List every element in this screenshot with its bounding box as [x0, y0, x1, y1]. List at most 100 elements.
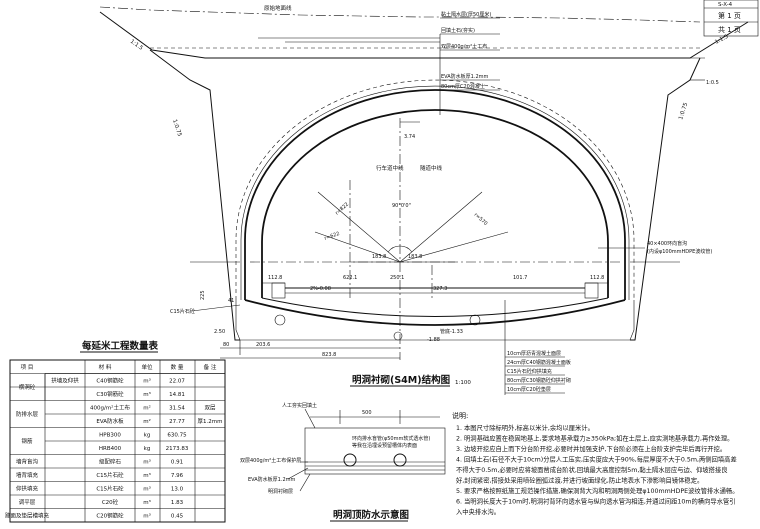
- table-qty-cell: 0.91: [171, 459, 183, 465]
- quantity-table-title: 每延米工程数量表: [82, 340, 159, 352]
- table-header-cell: 备 注: [204, 363, 217, 371]
- drain-pipe-right: [469, 314, 481, 326]
- wp-pipe-left: [343, 453, 357, 467]
- table-item-cell: 墙背盲沟: [16, 457, 39, 465]
- label-geotextile: 双层400g/m²土工布: [441, 43, 487, 50]
- note-line: 6. 当明洞长度大于10m时,明洞衬背环向透水管与纵向透水管沟相连,并通过间距1…: [456, 497, 736, 506]
- layer-label-4: 80cm厚C30钢筋砼仰拱衬砌: [507, 377, 571, 384]
- label-protect: 80cm厚C20混凝土: [441, 83, 485, 90]
- dim-250: 2.50: [214, 329, 225, 335]
- title-block: S-X-4 第 1 页 共 1 页: [703, 0, 759, 37]
- wp-pipe-note2: 等我在沿埋设预留槽体内表面: [352, 442, 417, 449]
- table-item-cell: 路面及垫层槽填充: [5, 511, 50, 519]
- central-drain: [393, 331, 403, 341]
- dim-374: 3.74: [404, 134, 415, 140]
- dim-6221: 622.1: [343, 275, 357, 281]
- label-lane-center: 行车道中线: [376, 164, 404, 172]
- dim-8238: 823.8: [322, 352, 336, 358]
- wp-pipe-note1: 环向排水盲管(φ50mm软式透水管): [352, 435, 430, 442]
- table-qty-cell: 0.45: [171, 513, 184, 519]
- original-ground-line: [99, 6, 701, 23]
- note-line: 1. 本图尺寸除标明外,标高以米计,余均以厘米计。: [456, 423, 594, 432]
- wp-pipe-right: [393, 453, 407, 467]
- layer-label-2: 24cm厚C40钢筋混凝土面板: [507, 359, 571, 366]
- sheet-total: 共 1 页: [718, 25, 741, 34]
- drain-pipe-left: [274, 314, 286, 326]
- table-unit-cell: m²: [143, 404, 151, 411]
- table-unit-cell: m³: [143, 377, 151, 384]
- table-header-cell: 数 量: [171, 363, 184, 371]
- dim-r570: r=570: [473, 212, 489, 227]
- table-material-cell: 400g/m²土工布: [90, 403, 130, 411]
- note-line: 入中央排水沟。: [456, 507, 500, 516]
- label-drain-pipe: 40×400环向盲沟: [647, 240, 687, 247]
- table-unit-cell: m³: [143, 485, 151, 492]
- table-item-cell: 调平层: [19, 498, 36, 506]
- invert-inner: [261, 297, 609, 317]
- dim-41: 41: [228, 298, 234, 304]
- label-gravel-fill: C15片石砼: [170, 308, 195, 315]
- label-drain-pipe2: (内设φ100mmHDPE波纹管): [647, 248, 712, 255]
- slope-label-1: 1:1.5: [129, 39, 144, 52]
- layer-label-1: 10cm厚沥青混凝土面层: [507, 350, 561, 357]
- table-material-cell: C20砼: [102, 498, 119, 506]
- tunnel-cross-section: 原始地面线 1:1.5 1:1.5 黏土隔水层(厚50厘米) 回填土石(夯实) …: [99, 4, 749, 395]
- dim-3273: 327.3: [433, 286, 447, 292]
- excavation-right-wall: [630, 57, 701, 341]
- table-material-cell: C40钢筋砼: [96, 376, 124, 384]
- layer-label-3: C15片石砼仰拱填充: [507, 368, 552, 375]
- backfill-top-surface: [99, 11, 749, 59]
- table-material-cell: C30钢筋砼: [96, 390, 124, 398]
- dim-188: -1.88: [427, 337, 440, 343]
- sheet-current: 第 1 页: [718, 11, 741, 20]
- table-item-cell: 墙背填充: [16, 471, 39, 479]
- table-material-cell: HPB300: [99, 432, 121, 438]
- table-unit-cell: m³: [143, 458, 151, 465]
- table-unit-cell: m²: [143, 418, 151, 425]
- note-line: 4. 回填土石(石径不大于10cm)分层人工压实,压实度应大于90%,每层厚度不…: [456, 455, 737, 464]
- note-line: 2. 明洞基础应置在稳固地基上,要求地基承载力≥350kPa;如在土层上,应实测…: [456, 434, 733, 443]
- table-header-cell: 单位: [141, 363, 153, 371]
- table-qty-cell: 13.0: [171, 486, 184, 492]
- table-material-cell: 级配碎石: [99, 457, 122, 465]
- note-line: 好,封闭紧密,搭接处采用喷砼圈弧过渡,并进行坡面绿化,防止地表水下渗影响目镜体稳…: [456, 476, 703, 485]
- lining-inner-arch: [261, 109, 609, 298]
- table-qty-cell: 2173.83: [166, 446, 189, 452]
- slope-label-2: 1:1.5: [714, 34, 730, 46]
- original-ground-label: 原始地面线: [264, 4, 292, 12]
- excavation-left-wall: [149, 49, 240, 341]
- dim-1128r: 112.8: [590, 275, 604, 281]
- table-unit-cell: m³: [143, 499, 151, 506]
- table-note-cell: 厚1.2mm: [198, 418, 223, 425]
- label-pipe: 管底-1.33: [440, 328, 463, 335]
- dim-1128: 112.8: [268, 275, 282, 281]
- label-backfill: 回填土石(夯实): [441, 27, 475, 34]
- table-material-cell: HRB400: [99, 446, 122, 452]
- dim-r822: r=822: [334, 201, 350, 216]
- section-title: 明洞衬砌(S4M)结构图: [352, 374, 450, 386]
- table-header-cell: 材 料: [99, 363, 112, 371]
- dim-2501: 250.1: [390, 275, 404, 281]
- table-item-cell: 防排水层: [16, 410, 39, 418]
- table-sub-cell: 拱墙及仰拱: [51, 376, 79, 384]
- label-tunnel-center: 隧道中线: [420, 164, 443, 172]
- table-item-cell: 钢筋: [21, 437, 33, 445]
- table-unit-cell: m³: [143, 472, 151, 479]
- note-line: 3. 边坡开挖应自上而下分台阶开挖,必要时并加强支护,下台阶必须在上台阶支护完毕…: [456, 444, 726, 453]
- lining-outer-arch: [244, 89, 626, 300]
- dim-80: 80: [223, 342, 229, 348]
- table-qty-cell: 27.77: [169, 419, 185, 425]
- wp-title: 明洞顶防水示意图: [333, 509, 409, 521]
- dim-1837b: 183.8: [408, 254, 422, 260]
- table-material-cell: EVA防水板: [96, 417, 124, 425]
- sheet-label: S-X-4: [718, 2, 733, 8]
- waterproof-detail: 500 人工夯实回填土 环向排水盲管(φ50mm软式透水管) 等我在沿埋设预留槽…: [240, 402, 446, 522]
- dim-r622: r=622: [324, 231, 341, 242]
- table-unit-cell: m³: [143, 512, 151, 519]
- label-eva: EVA防水板厚1.2mm: [441, 73, 489, 80]
- table-material-cell: C15片石砼: [96, 471, 124, 479]
- wp-width: 500: [362, 410, 372, 416]
- slope-label-4: 1:0.75: [678, 102, 689, 121]
